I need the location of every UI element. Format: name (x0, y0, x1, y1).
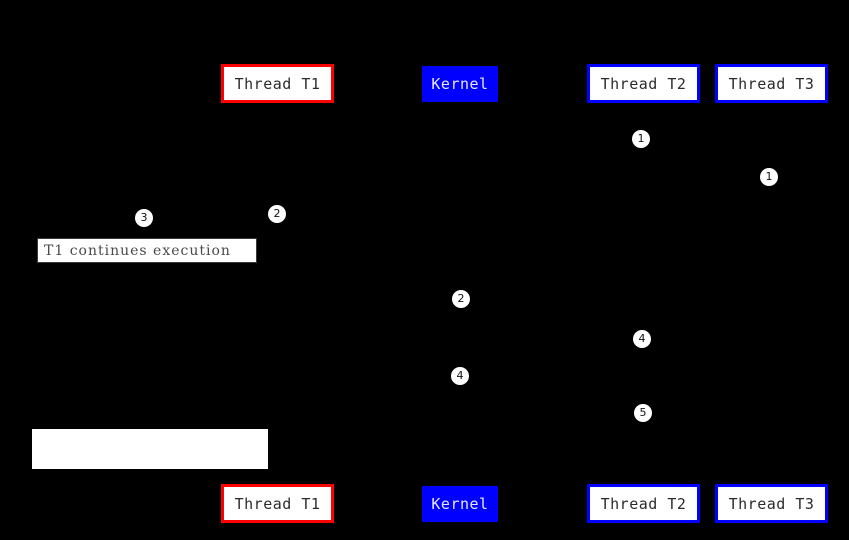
step-badge-4-kernel: 4 (451, 367, 469, 385)
participant-thread-t3-bottom[interactable]: Thread T3 (715, 484, 828, 523)
step-badge-label: 5 (639, 406, 647, 419)
step-badge-2-t1: 2 (268, 205, 286, 223)
message-line-c (460, 339, 643, 340)
note-label: T1 continues execution (44, 242, 231, 259)
step-badge-1-t3: 1 (760, 168, 778, 186)
step-badge-label: 2 (457, 292, 465, 305)
participant-label: Kernel (431, 75, 489, 93)
participant-label: Thread T1 (234, 74, 321, 93)
blank-white-box (32, 429, 268, 469)
participant-label: Thread T2 (600, 494, 687, 513)
message-line-d (460, 413, 643, 414)
participant-label: Thread T3 (728, 494, 815, 513)
lifeline-thread-t2 (643, 103, 644, 484)
lifeline-thread-t3 (771, 103, 772, 484)
step-badge-label: 4 (456, 369, 464, 382)
step-badge-3-t1: 3 (135, 209, 153, 227)
step-badge-1-t2: 1 (632, 130, 650, 148)
step-badge-label: 1 (765, 170, 773, 183)
step-badge-label: 1 (637, 132, 645, 145)
participant-kernel-bottom[interactable]: Kernel (422, 486, 498, 522)
participant-label: Thread T2 (600, 74, 687, 93)
participant-label: Thread T3 (728, 74, 815, 93)
participant-thread-t2-top[interactable]: Thread T2 (587, 64, 700, 103)
participant-thread-t2-bottom[interactable]: Thread T2 (587, 484, 700, 523)
step-badge-5-t2: 5 (634, 404, 652, 422)
participant-thread-t1-top[interactable]: Thread T1 (221, 64, 334, 103)
participant-label: Kernel (431, 495, 489, 513)
participant-thread-t1-bottom[interactable]: Thread T1 (221, 484, 334, 523)
step-badge-label: 2 (273, 207, 281, 220)
participant-thread-t3-top[interactable]: Thread T3 (715, 64, 828, 103)
step-badge-2-kernel: 2 (452, 290, 470, 308)
step-badge-label: 3 (140, 211, 148, 224)
message-line-b (277, 299, 460, 300)
note-t1-continues-execution: T1 continues execution (37, 238, 257, 263)
participant-kernel-top[interactable]: Kernel (422, 66, 498, 102)
step-badge-label: 4 (638, 332, 646, 345)
step-badge-4-t2: 4 (633, 330, 651, 348)
lifeline-thread-t1 (277, 103, 278, 484)
participant-label: Thread T1 (234, 494, 321, 513)
